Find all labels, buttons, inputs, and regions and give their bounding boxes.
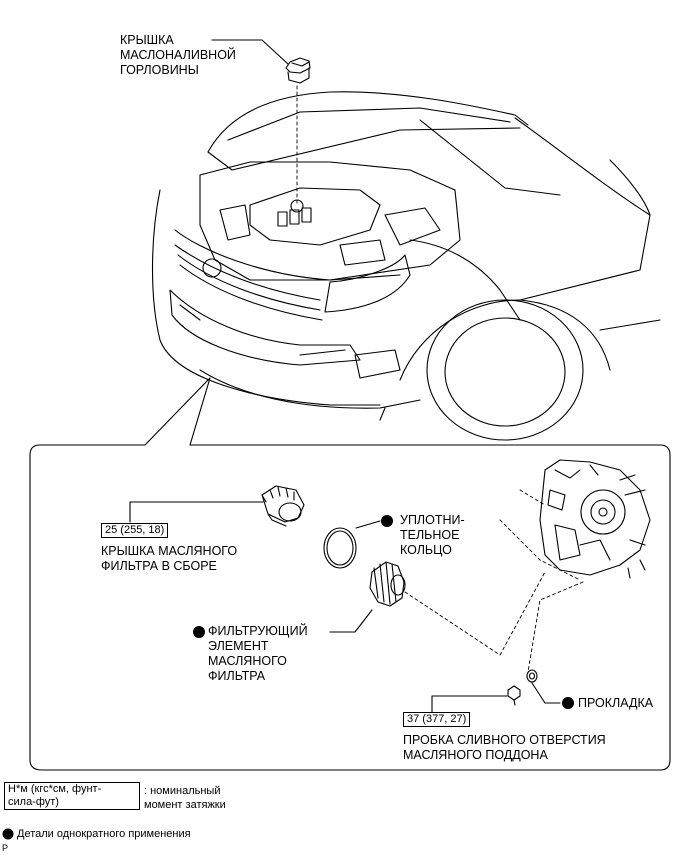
- legend-torque-unit: Н*м (кгс*см, фунт- сила-фут): [4, 782, 140, 810]
- drain-plug-drawing: [507, 685, 521, 706]
- drain-plug-label: ПРОБКА СЛИВНОГО ОТВЕРСТИЯ МАСЛЯНОГО ПОДД…: [403, 733, 606, 763]
- oil-filler-cap-label: КРЫШКА МАСЛОНАЛИВНОЙ ГОРЛОВИНЫ: [120, 33, 236, 78]
- filter-cap-torque-value: 25 (255, 18): [101, 523, 169, 538]
- gasket-drawing: [526, 669, 538, 683]
- oil-filler-cap-label-line2: МАСЛОНАЛИВНОЙ: [120, 48, 236, 62]
- o-ring-label-line1: УПЛОТНИ-: [400, 513, 465, 527]
- legend-torque-desc-line2: момент затяжки: [144, 799, 226, 811]
- drain-plug-label-line1: ПРОБКА СЛИВНОГО ОТВЕРСТИЯ: [403, 733, 606, 747]
- oil-filter-cap-drawing: [261, 485, 305, 527]
- corner-mark: P: [2, 843, 9, 853]
- legend-torque-unit-line1: Н*м (кгс*см, фунт-: [8, 783, 102, 795]
- oil-filter-element-drawing: [369, 561, 406, 607]
- legend-torque-desc: : номинальный момент затяжки: [144, 784, 226, 812]
- o-ring-label: УПЛОТНИ- ТЕЛЬНОЕ КОЛЬЦО: [400, 513, 465, 558]
- filter-cap-label-line2: ФИЛЬТРА В СБОРЕ: [101, 559, 217, 573]
- detail-frame: [29, 377, 671, 771]
- legend-torque-desc-line1: : номинальный: [144, 785, 221, 797]
- o-ring-drawing: [323, 527, 357, 569]
- filter-element-label: ФИЛЬТРУЮЩИЙ ЭЛЕМЕНТ МАСЛЯНОГО ФИЛЬТРА: [208, 624, 308, 684]
- o-ring-label-line2: ТЕЛЬНОЕ: [400, 528, 460, 542]
- o-ring-label-line3: КОЛЬЦО: [400, 543, 452, 557]
- car-drawing: [151, 91, 661, 441]
- legend-non-reusable: Детали однократного применения: [17, 828, 191, 840]
- legend-torque-unit-line2: сила-фут): [8, 796, 59, 808]
- oil-filler-cap-label-line3: ГОРЛОВИНЫ: [120, 63, 199, 77]
- filter-cap-label-line1: КРЫШКА МАСЛЯНОГО: [101, 544, 238, 558]
- engine-drawing: [539, 459, 651, 579]
- filter-element-label-line2: ЭЛЕМЕНТ: [208, 639, 269, 653]
- filter-cap-label: КРЫШКА МАСЛЯНОГО ФИЛЬТРА В СБОРЕ: [101, 544, 237, 574]
- drain-plug-label-line2: МАСЛЯНОГО ПОДДОНА: [403, 748, 548, 762]
- filter-element-label-line3: МАСЛЯНОГО: [208, 654, 287, 668]
- filter-element-label-line1: ФИЛЬТРУЮЩИЙ: [208, 624, 308, 638]
- gasket-label: ПРОКЛАДКА: [578, 696, 654, 710]
- filter-element-label-line4: ФИЛЬТРА: [208, 669, 266, 683]
- drain-plug-torque-value: 37 (377, 27): [403, 712, 471, 727]
- oil-filler-cap-drawing: [285, 57, 311, 84]
- oil-filler-cap-label-line1: КРЫШКА: [120, 33, 174, 47]
